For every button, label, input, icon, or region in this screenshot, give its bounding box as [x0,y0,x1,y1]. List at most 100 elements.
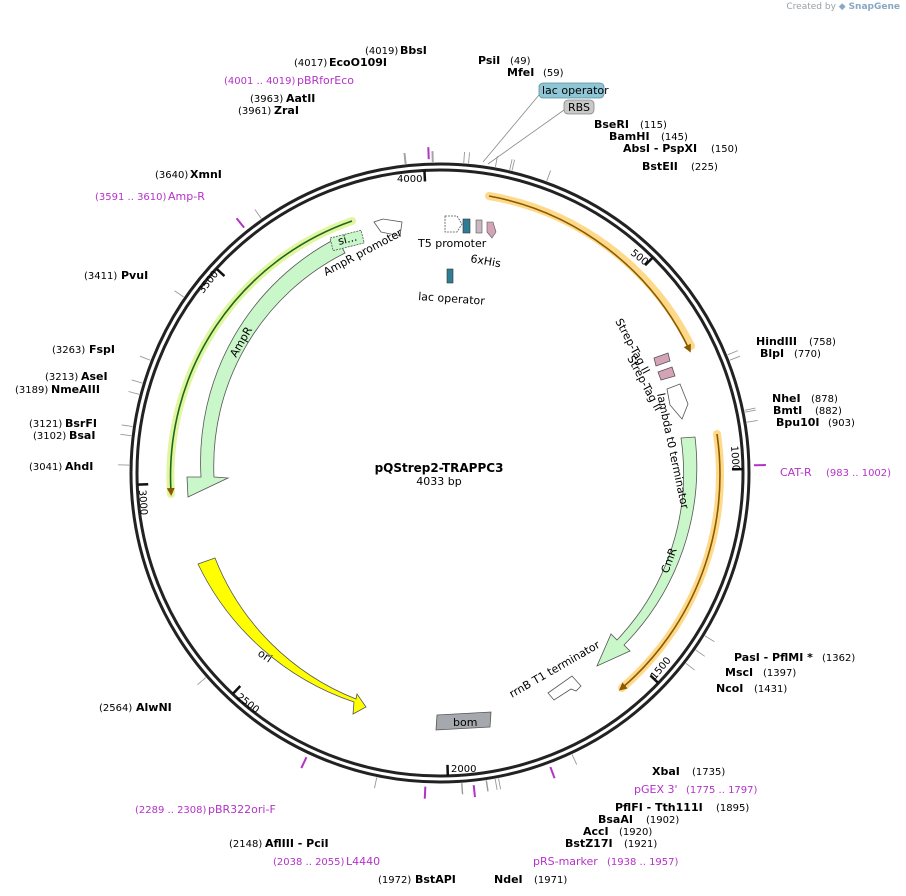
enzyme-name-pasi-pflmi[interactable]: PasI - PflMI * [734,651,813,664]
lac-operator-feature-top[interactable] [462,218,471,234]
strep-tag-ii-feature-2[interactable] [657,366,676,381]
enzyme-name-xmni[interactable]: XmnI [190,168,222,181]
enzyme-name-bsai[interactable]: BsaI [69,429,95,442]
enzyme-name-pvui[interactable]: PvuI [121,269,148,282]
enzyme-name-bstapi[interactable]: BstAPI [415,873,456,886]
enzyme-name-bsrfi[interactable]: BsrFI [65,417,97,430]
t5-promoter-label: T5 promoter [417,237,487,250]
bom-feature[interactable] [435,711,492,731]
enzyme-name-ncoi[interactable]: NcoI [716,682,743,695]
lambda-t0-terminator-feature[interactable] [666,383,689,420]
rbs-feature[interactable] [475,219,483,234]
enzyme-name-aatii[interactable]: AatII [286,92,315,105]
enzyme-pos-alwni: (2564) [99,703,132,714]
ampr-feature[interactable] [186,237,346,498]
enzyme-pos-ecoo109i: (4017) [294,58,327,69]
bom-label: bom [453,716,477,729]
primer-name-l4440[interactable]: L4440 [346,855,380,868]
enzyme-stub-12 [197,677,207,686]
primer-name-pgex3[interactable]: pGEX 3' [634,783,678,796]
enzyme-name-nhei[interactable]: NheI [772,392,801,405]
enzyme-name-msci[interactable]: MscI [725,666,753,679]
primer-name-amp-r[interactable]: Amp-R [168,190,205,203]
snapgene-logo: ◆ [838,2,846,12]
enzyme-name-bmti[interactable]: BmtI [773,404,802,417]
cmr-feature[interactable] [596,436,698,667]
rbs-badge[interactable] [563,99,595,115]
enzyme-name-bseri[interactable]: BseRI [594,118,629,131]
enzyme-name-alwni[interactable]: AlwNI [136,701,172,714]
primer-marker-4[interactable] [472,785,476,798]
enzyme-name-acci[interactable]: AccI [583,825,609,838]
primer-name-prs-marker[interactable]: pRS-marker [533,855,598,868]
enzyme-stub-19 [498,778,502,790]
ori-feature[interactable] [197,557,367,715]
enzyme-name-xbai[interactable]: XbaI [652,765,680,778]
primer-marker-6[interactable] [300,756,308,769]
primer-markers [235,147,766,799]
tick-label-4000: 4000 [397,174,422,185]
enzyme-stub-14 [461,783,463,795]
enzyme-name-asei[interactable]: AseI [81,370,108,383]
rrnb-t1-terminator-feature[interactable] [547,675,582,701]
enzyme-name-bsteii[interactable]: BstEII [642,160,678,173]
signal-peptide-feature[interactable] [329,229,365,252]
enzyme-name-fspi[interactable]: FspI [89,343,115,356]
primer-marker-3[interactable] [549,766,556,779]
enzyme-name-bstz17i[interactable]: BstZ17I [565,837,613,850]
enzyme-pos-bpu10i: (903) [828,418,855,429]
enzyme-name-zrai[interactable]: ZraI [274,104,299,117]
t5-promoter-feature[interactable] [444,215,463,233]
primer-range-l4440: (2038 .. 2055) [273,857,345,868]
enzyme-name-psii[interactable]: PsiI [478,54,500,67]
lac-operator-feature-bottom[interactable] [446,268,454,284]
primer-marker-5[interactable] [423,786,427,799]
primer-label-group: (4001 .. 4019) pBRforEco (3591 .. 3610) … [95,74,891,868]
credit-prefix: Created by [786,2,836,12]
ampr-promoter-feature[interactable] [373,218,403,237]
primer-range-pgex3: (1775 .. 1797) [686,785,758,796]
enzyme-name-pflfi-tth111i[interactable]: PflFI - Tth111I [615,801,703,814]
enzyme-stub-25 [744,409,756,413]
enzyme-name-bamhi[interactable]: BamHI [609,130,650,143]
tick-mark-2500 [231,685,242,695]
enzyme-pos-mfei: (59) [543,68,564,79]
primer-marker-1[interactable] [235,217,245,229]
enzyme-name-blpi[interactable]: BlpI [760,347,784,360]
enzyme-pos-xmni: (3640) [155,170,188,181]
enzyme-stub-2 [404,152,407,164]
enzyme-stub-23 [704,635,715,642]
6xhis-feature[interactable] [486,221,497,239]
enzyme-name-nmeaiii[interactable]: NmeAIII [51,383,100,396]
enzyme-pos-nmeaiii: (3189) [15,385,48,396]
enzyme-pos-absi-pspxi: (150) [711,144,738,155]
enzyme-stub-31 [509,159,513,171]
enzyme-name-bbsi[interactable]: BbsI [400,44,427,57]
enzyme-pos-asei: (3213) [45,372,78,383]
strep-tag-ii-feature-1[interactable] [653,352,671,367]
enzyme-pos-bstapi: (1972) [378,875,411,886]
enzyme-stub-30 [511,159,516,171]
primer-name-pbr322ori-f[interactable]: pBR322ori-F [208,803,276,816]
enzyme-name-afliii-pcii[interactable]: AflIII - PciI [265,837,329,850]
enzyme-name-ahdi[interactable]: AhdI [65,460,93,473]
enzyme-name-mfei[interactable]: MfeI [507,66,534,79]
primer-range-prs-marker: (1938 .. 1957) [607,857,679,868]
enzyme-name-ecoo109i[interactable]: EcoO109I [329,56,387,69]
enzyme-stub-34 [463,151,466,163]
enzyme-name-ndei[interactable]: NdeI [494,873,523,886]
enzyme-name-bpu10i[interactable]: Bpu10I [776,416,820,429]
tick-mark-4000 [423,170,427,182]
lac-operator-badge[interactable] [538,82,605,99]
enzyme-stub-24 [746,419,758,423]
primer-range-pbr322ori-f: (2289 .. 2308) [135,805,207,816]
enzyme-name-hindiii[interactable]: HindIII [756,335,797,348]
primer-name-cat-r[interactable]: CAT-R [780,466,812,479]
enzyme-name-absi-pspxi[interactable]: AbsI - PspXI [623,142,697,155]
lac-operator-label: lac operator [418,290,486,308]
enzyme-name-bsaai[interactable]: BsaAI [598,813,633,826]
primer-name-pbrforeco[interactable]: pBRforEco [297,74,354,87]
enzyme-pos-hindiii: (758) [809,337,836,348]
tick-label-1000: 1000 [728,445,741,471]
